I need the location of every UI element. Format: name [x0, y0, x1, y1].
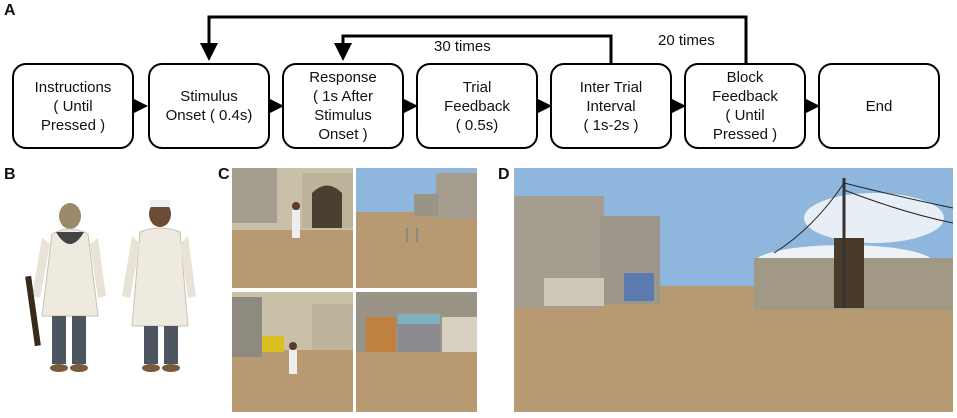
step-block-feedback: Block Feedback ( Until Pressed )	[684, 63, 806, 149]
character-figures	[25, 200, 196, 372]
scene-thumbnail-market	[232, 292, 353, 412]
scene-thumbnail-shopfront	[356, 292, 477, 412]
scene-thumbnail-street-empty	[356, 168, 477, 288]
panel-label-b: B	[4, 166, 16, 183]
armed-character-figure	[25, 203, 106, 372]
step-stimulus-onset: Stimulus Onset ( 0.4s)	[148, 63, 270, 149]
step-instructions: Instructions ( Until Pressed )	[12, 63, 134, 149]
civilian-character-figure	[122, 200, 196, 372]
panel-label-a: A	[4, 2, 16, 19]
panel-label-c: C	[218, 166, 230, 183]
block-loop-label: 20 times	[658, 32, 715, 49]
step-end: End	[818, 63, 940, 149]
panel-label-d: D	[498, 166, 510, 183]
step-inter-trial-interval: Inter Trial Interval ( 1s-2s )	[550, 63, 672, 149]
step-trial-feedback: Trial Feedback ( 0.5s)	[416, 63, 538, 149]
flow-arrows	[130, 15, 820, 115]
scene-thumbnail-civilian	[232, 168, 353, 288]
trial-loop-label: 30 times	[434, 38, 491, 55]
step-response: Response ( 1s After Stimulus Onset )	[282, 63, 404, 149]
street-scene-view	[514, 168, 953, 412]
